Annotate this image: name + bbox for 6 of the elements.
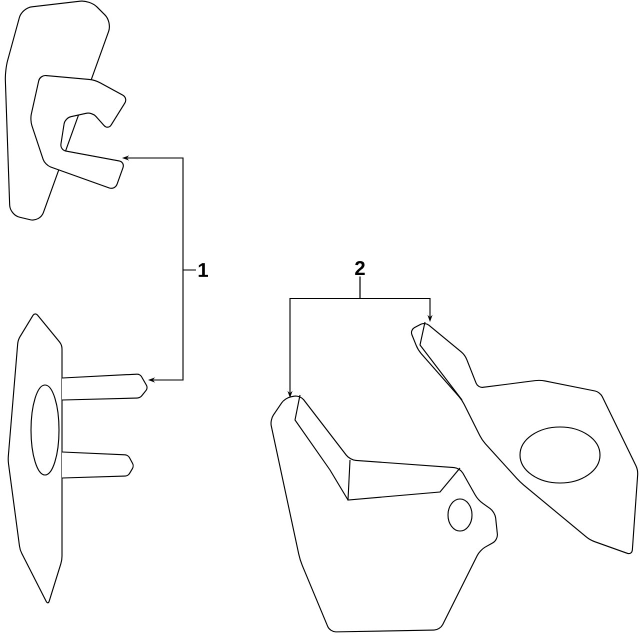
part-drawing — [270, 394, 498, 632]
part-drawing — [4, 0, 126, 221]
callout-number: 2 — [355, 261, 365, 275]
part-drawing — [410, 322, 638, 554]
callout-number: 1 — [198, 263, 208, 277]
part-drawing — [8, 313, 148, 604]
